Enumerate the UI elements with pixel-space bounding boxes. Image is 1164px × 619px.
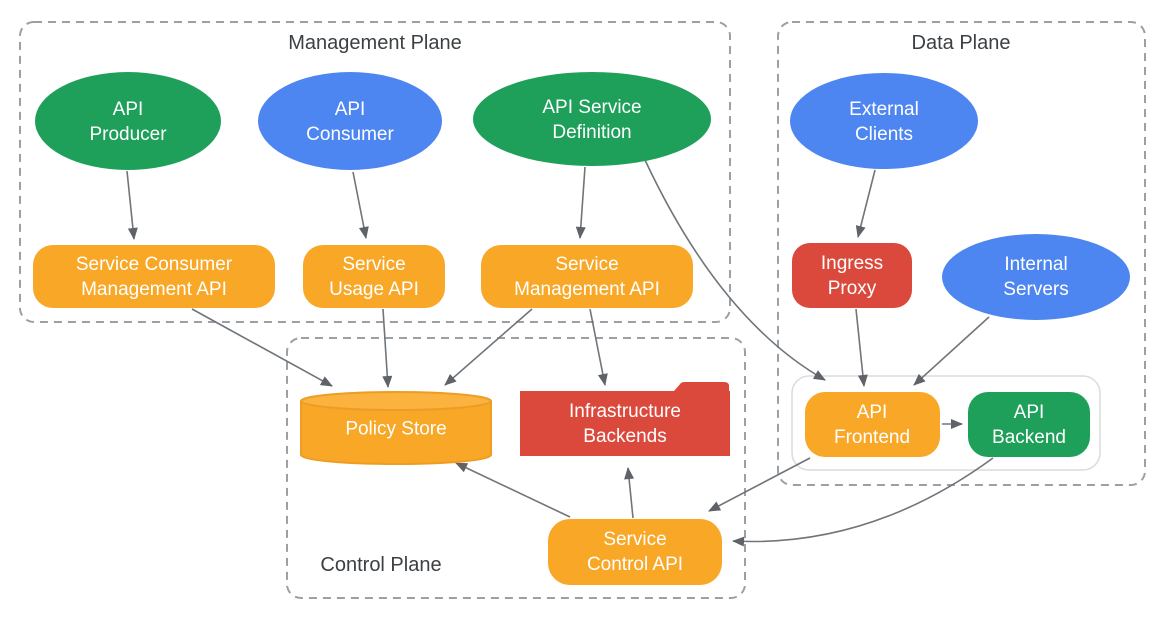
internal-servers-node xyxy=(942,234,1130,320)
api-frontend-node xyxy=(805,392,940,457)
service-usage-api-node xyxy=(303,245,445,308)
edge-internal-to-frontend xyxy=(913,316,990,386)
edge-definition-to-management xyxy=(575,166,586,239)
service-consumer-management-api-node xyxy=(33,245,275,308)
edge-scma-to-policystore xyxy=(191,308,333,387)
api-producer-node xyxy=(35,72,221,170)
edge-external-to-ingress xyxy=(855,169,876,238)
edge-usage-to-policystore xyxy=(382,308,393,388)
policy-store-cylinder-body xyxy=(300,401,492,465)
api-backend-node xyxy=(968,392,1090,457)
edge-frontend-to-servicecontrol xyxy=(708,457,811,512)
api-service-definition-node xyxy=(473,72,711,166)
policy-store-node xyxy=(300,391,492,465)
service-management-api-node xyxy=(481,245,693,308)
edge-management-to-policystore xyxy=(444,308,533,386)
folder-tab xyxy=(674,382,729,391)
infrastructure-backends-node xyxy=(520,382,730,456)
edge-servicecontrol-to-policystore xyxy=(455,462,571,518)
edge-producer-to-scma xyxy=(126,170,138,240)
edge-backend-to-servicecontrol xyxy=(732,457,994,547)
service-control-api-node xyxy=(548,519,722,585)
edge-servicecontrol-to-infrabackends xyxy=(624,467,635,519)
api-consumer-node xyxy=(258,72,442,170)
control-plane-box xyxy=(286,337,746,599)
ingress-proxy-node xyxy=(792,243,912,308)
policy-store-cylinder-top xyxy=(300,391,492,411)
management-plane-box xyxy=(19,21,731,323)
folder-body xyxy=(520,391,730,456)
edge-ingress-to-frontend xyxy=(855,308,868,387)
data-plane-box xyxy=(777,21,1146,486)
edges xyxy=(126,159,994,547)
external-clients-node xyxy=(790,73,978,169)
edge-definition-to-frontend xyxy=(644,159,826,381)
edge-management-to-infrabackends xyxy=(589,308,608,386)
edge-consumer-to-usage xyxy=(352,171,369,239)
